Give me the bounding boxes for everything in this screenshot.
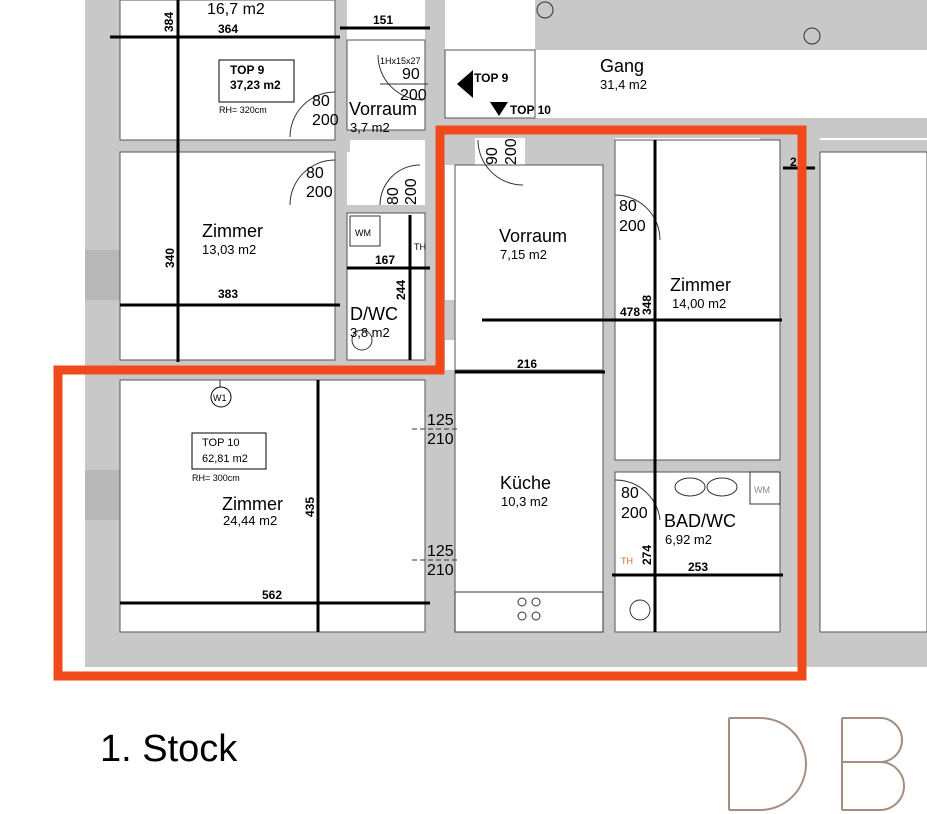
bad-door-height: 200 <box>621 505 648 522</box>
dim-253: 253 <box>688 560 708 574</box>
wm-label-bad: WM <box>754 485 770 495</box>
floor-label: 1. Stock <box>100 728 238 770</box>
dim-244: 244 <box>394 280 408 300</box>
dwc-area: 3,8 m2 <box>350 325 390 340</box>
toilet-icon <box>629 599 651 621</box>
db-logo <box>728 717 905 811</box>
top9-area: 37,23 m2 <box>230 78 281 92</box>
vorraum-top9-name: Vorraum <box>349 99 417 119</box>
entry9-width: 90 <box>402 66 420 83</box>
top10-height: RH= 300cm <box>192 473 240 483</box>
gang-area: 31,4 m2 <box>600 77 647 92</box>
top9-arrow-icon <box>457 70 473 98</box>
dim-435: 435 <box>303 497 317 517</box>
w1-label: W1 <box>213 393 227 403</box>
bad-area: 6,92 m2 <box>665 532 712 547</box>
washing-machine-icon <box>349 215 381 247</box>
th-label-bad: TH <box>621 556 633 566</box>
gang-name: Gang <box>600 56 644 76</box>
dwc-door-width: 80 <box>385 187 402 205</box>
stove-icon <box>531 597 541 607</box>
dim-216: 216 <box>517 357 537 371</box>
zimmer-left-area: 24,44 m2 <box>223 513 277 528</box>
dim-478: 478 <box>620 305 640 319</box>
z14-door-height: 200 <box>619 218 646 235</box>
top9-label-box <box>218 59 295 103</box>
dim-562: 562 <box>262 588 282 602</box>
dwc-name: D/WC <box>350 304 398 324</box>
entry9-note: 1Hx15x27 <box>380 56 421 66</box>
door-swings <box>289 54 661 521</box>
v9-width: 80 <box>312 93 330 110</box>
dim-383: 383 <box>218 287 238 301</box>
column-icon <box>536 1 554 19</box>
window1-width: 125 <box>427 412 454 429</box>
dim-151: 151 <box>373 13 393 27</box>
z14-door-width: 80 <box>619 198 637 215</box>
w1-marker <box>210 386 232 408</box>
v9-height: 200 <box>312 112 339 129</box>
bad-name: BAD/WC <box>664 511 736 531</box>
dim-384: 384 <box>162 12 176 32</box>
entry10-width: 90 <box>484 147 501 165</box>
dim-348: 348 <box>640 295 654 315</box>
z9-width: 80 <box>306 165 324 182</box>
top-room-area: 16,7 m2 <box>207 1 265 18</box>
zimmer-left-name: Zimmer <box>222 494 283 514</box>
z9-height: 200 <box>306 184 333 201</box>
window2-height: 210 <box>427 562 454 579</box>
sink-icon <box>706 477 738 497</box>
entry10-height: 200 <box>503 138 520 165</box>
th-label-dwc: TH <box>414 242 426 252</box>
window2-width: 125 <box>427 543 454 560</box>
bad-door-width: 80 <box>621 485 639 502</box>
zimmer-right-name: Zimmer <box>670 275 731 295</box>
dimension-lines <box>110 0 815 632</box>
sink-icon <box>674 477 706 497</box>
column-icon <box>803 27 821 45</box>
zimmer-right-area: 14,00 m2 <box>672 296 726 311</box>
rooms <box>119 0 927 633</box>
wm-label-dwc: WM <box>355 228 371 238</box>
kueche-area: 10,3 m2 <box>501 494 548 509</box>
kitchen-counter <box>454 591 604 633</box>
top10-label-box <box>191 432 267 470</box>
dim-167: 167 <box>375 253 395 267</box>
top9-marker: TOP 9 <box>474 71 509 85</box>
stove-icon <box>531 611 541 621</box>
window1-height: 210 <box>427 431 454 448</box>
washing-machine-icon <box>749 471 781 505</box>
kueche-name: Küche <box>500 473 551 493</box>
top9-height: RH= 320cm <box>219 105 267 115</box>
stove-icon <box>517 611 527 621</box>
zimmer-top9-name: Zimmer <box>202 221 263 241</box>
vorraum-name: Vorraum <box>499 226 567 246</box>
toilet-icon <box>351 329 373 351</box>
top9-label: TOP 9 <box>230 63 265 77</box>
dim-364: 364 <box>218 22 238 36</box>
vorraum-area: 7,15 m2 <box>500 247 547 262</box>
top10-arrow-icon <box>490 102 508 116</box>
zimmer-top9-area: 13,03 m2 <box>202 242 256 257</box>
top10-marker: TOP 10 <box>510 103 551 117</box>
top10-label: TOP 10 <box>202 437 240 449</box>
dim-2: 2 <box>790 155 797 169</box>
dim-340: 340 <box>163 248 177 268</box>
top10-highlight-outline <box>53 125 807 681</box>
top10-area: 62,81 m2 <box>202 453 248 465</box>
dwc-door-height: 200 <box>403 178 420 205</box>
stove-icon <box>517 597 527 607</box>
entry9-height: 200 <box>400 87 427 104</box>
vorraum-top9-area: 3,7 m2 <box>350 120 390 135</box>
dim-274: 274 <box>640 545 654 565</box>
